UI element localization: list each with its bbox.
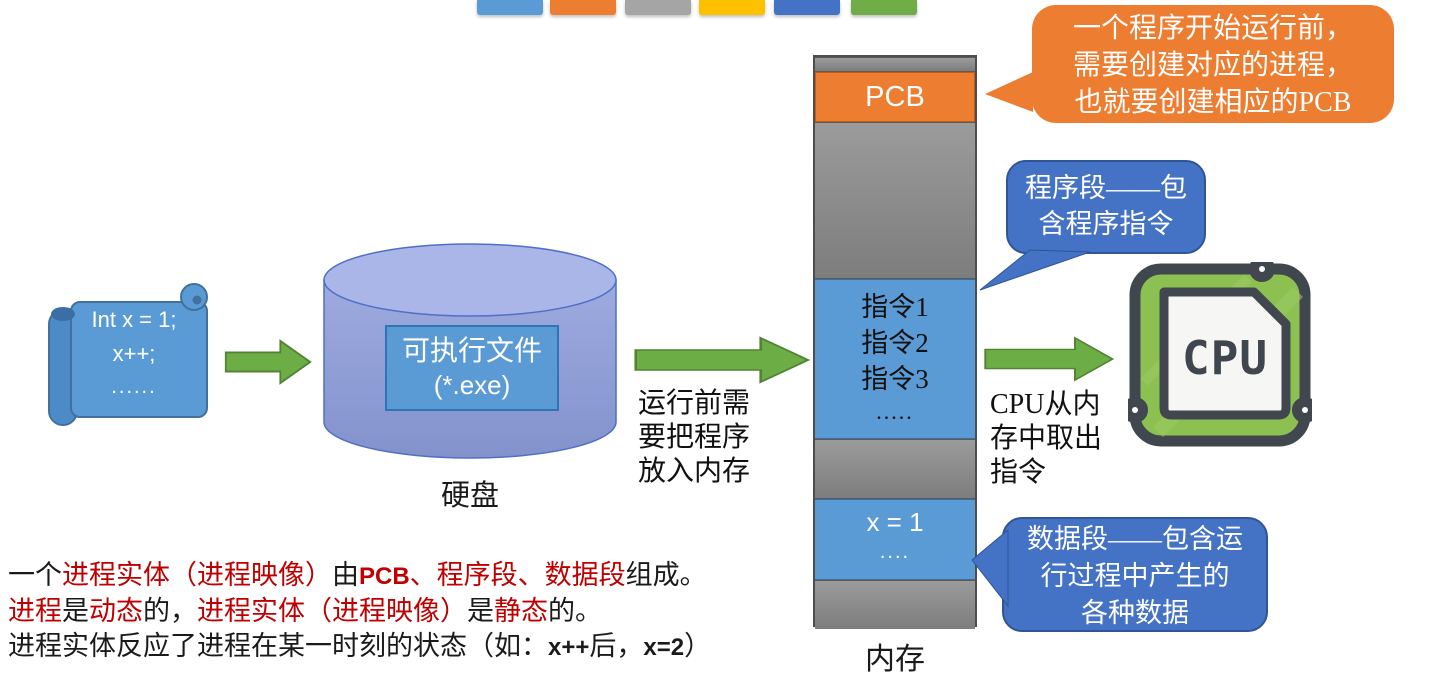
note-text: 是 bbox=[62, 596, 89, 626]
theme-swatch-gray bbox=[625, 0, 691, 15]
instruction-line: 指令2 bbox=[861, 328, 929, 358]
code-scroll-text: Int x = 1; x++; ...... bbox=[68, 303, 200, 403]
callout-line: 也就要创建相应的PCB bbox=[1074, 87, 1352, 118]
arrow-disk-to-memory bbox=[634, 336, 810, 384]
callout-line: 程序段——包 bbox=[1025, 173, 1187, 203]
memory-gray-segment bbox=[815, 122, 975, 279]
flow-line: 存中取出 bbox=[990, 423, 1103, 454]
callout-line: 行过程中产生的 bbox=[1040, 561, 1230, 591]
cpu-label: CPU bbox=[1182, 331, 1268, 385]
callout-line: 含程序指令 bbox=[1038, 209, 1174, 239]
exe-file-box: 可执行文件 (*.exe) bbox=[385, 325, 559, 411]
code-line: x++; bbox=[112, 341, 156, 366]
cpu-fetch-label: CPU从内 存中取出 指令 bbox=[990, 388, 1140, 490]
callout-line: 需要创建对应的进程， bbox=[1072, 50, 1353, 81]
theme-swatch-yellow bbox=[699, 0, 765, 15]
note-text: 的。 bbox=[548, 596, 602, 626]
process-notes: 一个进程实体（进程映像）由PCB、程序段、数据段组成。 进程是动态的，进程实体（… bbox=[8, 558, 711, 665]
cpu-icon: CPU bbox=[1128, 262, 1312, 447]
note-text: ） bbox=[684, 631, 712, 661]
note-text: 、程序段、数据段 bbox=[409, 560, 626, 590]
data-callout-tail bbox=[971, 528, 1009, 608]
note-text: 组成。 bbox=[625, 560, 707, 590]
note-text: 一个 bbox=[8, 560, 62, 590]
code-scroll-shape bbox=[48, 283, 208, 426]
program-callout-tail bbox=[979, 249, 1091, 291]
note-line-3: 进程实体反应了进程在某一时刻的状态（如：x++后，x=2） bbox=[8, 629, 711, 665]
memory-program-segment: 指令1 指令2 指令3 ..... bbox=[815, 279, 975, 439]
note-text: PCB bbox=[359, 563, 410, 590]
instruction-ellipsis: ..... bbox=[876, 399, 914, 424]
note-text: 静态 bbox=[494, 596, 548, 626]
data-value-line: x = 1 bbox=[866, 507, 924, 537]
memory-gray-segment bbox=[815, 439, 975, 499]
memory-gray-segment bbox=[815, 57, 975, 72]
flow-line: 要把程序 bbox=[638, 422, 751, 453]
callout-line: 各种数据 bbox=[1081, 598, 1189, 628]
note-text: 动态 bbox=[89, 596, 143, 626]
theme-swatch-green bbox=[851, 0, 917, 15]
program-segment-lines: 指令1 指令2 指令3 ..... bbox=[815, 280, 975, 427]
theme-swatch-orange bbox=[550, 0, 616, 15]
memory-data-segment: x = 1 .... bbox=[815, 499, 975, 580]
exe-extension: (*.exe) bbox=[433, 370, 511, 400]
flow-line: 指令 bbox=[990, 457, 1047, 488]
memory-pcb-segment: PCB bbox=[815, 72, 975, 122]
note-text: 进程实体（进程映像） bbox=[62, 560, 332, 590]
flow-line: 运行前需 bbox=[638, 388, 751, 419]
note-text: 是 bbox=[467, 596, 494, 626]
memory-caption: 内存 bbox=[865, 643, 925, 676]
instruction-line: 指令3 bbox=[861, 364, 929, 394]
pcb-callout-tail bbox=[985, 72, 1033, 112]
pcb-callout: 一个程序开始运行前， 需要创建对应的进程， 也就要创建相应的PCB bbox=[1032, 5, 1394, 123]
theme-swatch-dark-blue bbox=[774, 0, 840, 15]
code-line: Int x = 1; bbox=[91, 307, 177, 332]
instruction-line: 指令1 bbox=[861, 292, 929, 322]
data-segment-callout: 数据段——包含运 行过程中产生的 各种数据 bbox=[1002, 517, 1268, 632]
load-to-memory-label: 运行前需 要把程序 放入内存 bbox=[638, 387, 798, 489]
memory-gray-segment bbox=[815, 580, 975, 629]
note-text: 进程实体（进程映像） bbox=[197, 596, 467, 626]
data-ellipsis: .... bbox=[879, 541, 911, 563]
exe-label: 可执行文件 bbox=[401, 336, 542, 367]
note-text: 的， bbox=[143, 596, 197, 626]
note-text: 后， bbox=[589, 631, 644, 661]
flow-line: CPU从内 bbox=[990, 389, 1101, 420]
callout-line: 数据段——包含运 bbox=[1027, 524, 1243, 554]
pcb-label: PCB bbox=[865, 80, 925, 113]
program-segment-callout: 程序段——包 含程序指令 bbox=[1006, 160, 1206, 254]
flow-line: 放入内存 bbox=[638, 456, 751, 487]
note-text: 由 bbox=[332, 560, 359, 590]
callout-line: 一个程序开始运行前， bbox=[1072, 13, 1353, 44]
note-text: 进程实体反应了进程在某一时刻的状态（如： bbox=[8, 631, 548, 661]
arrow-code-to-disk bbox=[224, 339, 312, 385]
code-line: ...... bbox=[111, 376, 157, 398]
theme-swatch-blue bbox=[477, 0, 543, 15]
note-text: x++ bbox=[548, 634, 590, 661]
data-segment-lines: x = 1 .... bbox=[815, 500, 975, 565]
disk-caption: 硬盘 bbox=[440, 480, 499, 512]
note-text: x=2 bbox=[643, 634, 685, 661]
note-line-1: 一个进程实体（进程映像）由PCB、程序段、数据段组成。 bbox=[8, 558, 711, 594]
memory-column: PCB 指令1 指令2 指令3 ..... x = 1 .... bbox=[813, 55, 977, 629]
arrow-memory-to-cpu bbox=[984, 336, 1114, 382]
note-line-2: 进程是动态的，进程实体（进程映像）是静态的。 bbox=[8, 594, 711, 629]
note-text: 进程 bbox=[8, 596, 62, 626]
